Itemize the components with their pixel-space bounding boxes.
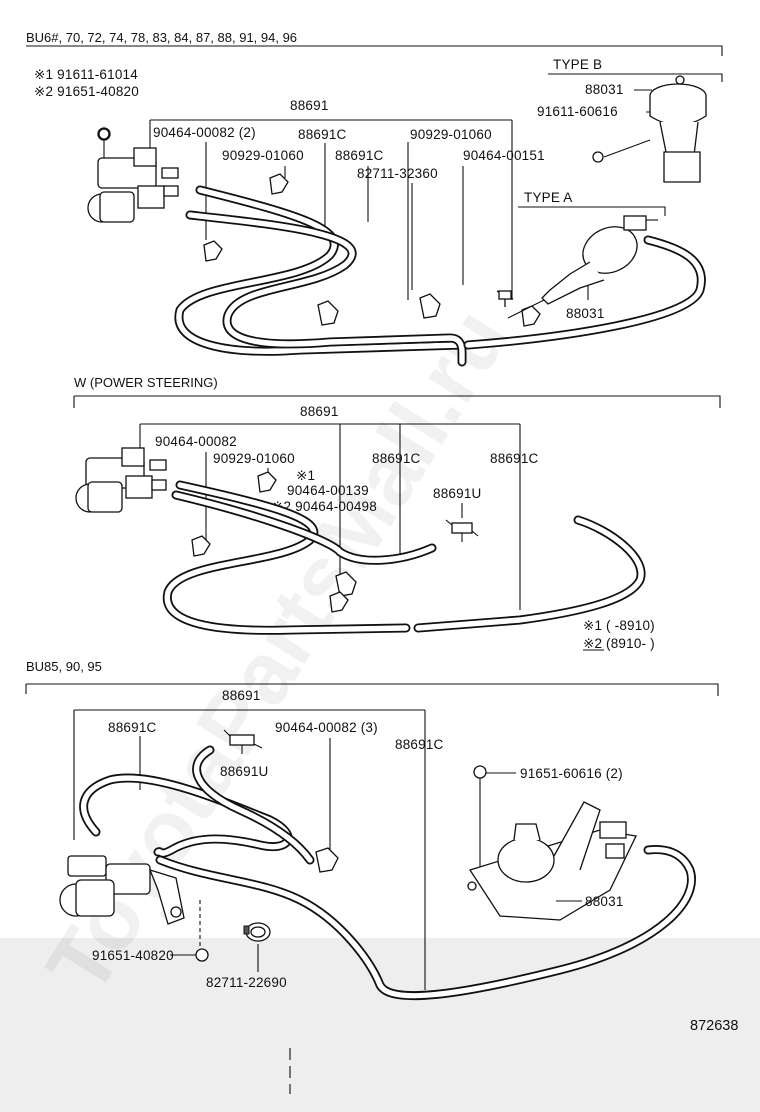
type-b-part-label: 88031 bbox=[585, 82, 624, 97]
tee-joint-icon bbox=[445, 519, 479, 542]
bolt-marker-icon bbox=[98, 128, 110, 140]
legend1-mark: ※1 bbox=[583, 618, 602, 633]
section1-hose-set-label: 88691 bbox=[290, 98, 329, 113]
vsv-valve-icon bbox=[75, 447, 167, 513]
type-a-part-label: 88031 bbox=[566, 306, 605, 321]
section1-hose-c2-label: 88691C bbox=[335, 148, 384, 163]
section1-header: BU6#, 70, 72, 74, 78, 83, 84, 87, 88, 91… bbox=[26, 30, 297, 45]
section3-hose-u-label: 88691U bbox=[220, 764, 269, 779]
section3-hoses bbox=[79, 745, 696, 1001]
type-b-bolt-label: 91611-60616 bbox=[537, 104, 618, 119]
section3-hose-c1-label: 88691C bbox=[108, 720, 157, 735]
section3-clip-a-label: 90464-00082 (3) bbox=[275, 720, 378, 735]
section1-clamp-label: 82711-32360 bbox=[357, 166, 438, 181]
section3-bracket bbox=[25, 683, 719, 696]
hose-clamp-icon bbox=[243, 922, 271, 942]
section-2: W (POWER STEERING) 88691 90464-00082 909… bbox=[73, 375, 721, 651]
figure-code: 872638 bbox=[690, 1018, 738, 1034]
type-b-group: TYPE B 88031 91611-60616 bbox=[537, 57, 723, 183]
section3-bolt-b-label: 91651-60616 (2) bbox=[520, 766, 623, 781]
tee-joint-icon bbox=[223, 729, 263, 754]
bolt-marker-icon bbox=[195, 948, 209, 962]
hose-clip-icon bbox=[191, 471, 357, 613]
tee-joint-icon bbox=[496, 290, 514, 307]
bolt-marker-icon bbox=[473, 765, 487, 779]
section2-clip-c-label: 90464-00139 bbox=[287, 483, 369, 498]
section1-clip-b-label: 90929-01060 bbox=[222, 148, 304, 163]
section1-bracket bbox=[26, 45, 723, 56]
type-a-label: TYPE A bbox=[524, 190, 572, 205]
section-3: BU85, 90, 95 88691 88691C 90464-00082 (3… bbox=[25, 659, 719, 1001]
section2-hose-c2-label: 88691C bbox=[490, 451, 539, 466]
type-b-label: TYPE B bbox=[553, 57, 602, 72]
section2-hose-set-label: 88691 bbox=[300, 404, 339, 419]
section2-clip-d-label: ※2 90464-00498 bbox=[272, 499, 377, 514]
section1-clip-d-label: 90464-00151 bbox=[463, 148, 545, 163]
section1-clip-a-label: 90464-00082 (2) bbox=[153, 125, 256, 140]
section2-bracket bbox=[73, 395, 721, 408]
bolt-marker-icon bbox=[592, 151, 604, 163]
section-1: BU6#, 70, 72, 74, 78, 83, 84, 87, 88, 91… bbox=[26, 30, 723, 367]
section1-hoses bbox=[174, 185, 706, 367]
legend1-text: ( -8910) bbox=[606, 618, 655, 633]
section1-note2: ※2 91651-40820 bbox=[34, 84, 139, 99]
section1-clip-c-label: 90929-01060 bbox=[410, 127, 492, 142]
section3-hose-set-label: 88691 bbox=[222, 688, 261, 703]
hose-clip-icon bbox=[203, 173, 541, 327]
section3-bolt-a-label: 91651-40820 bbox=[92, 948, 174, 963]
section2-hose-u-label: 88691U bbox=[433, 486, 482, 501]
section2-hoses bbox=[162, 480, 646, 635]
section3-actuator-label: 88031 bbox=[585, 894, 624, 909]
vsv-valve-icon bbox=[87, 127, 179, 223]
section1-note1: ※1 91611-61014 bbox=[34, 67, 138, 82]
bottom-band bbox=[0, 938, 760, 1112]
section2-note-mark1: ※1 bbox=[296, 468, 315, 483]
type-a-group: TYPE A 88031 bbox=[507, 190, 666, 321]
section2-hose-c1-label: 88691C bbox=[372, 451, 421, 466]
vsv-valve-icon bbox=[59, 855, 185, 925]
section1-hose-c1-label: 88691C bbox=[298, 127, 347, 142]
section3-clamp-label: 82711-22690 bbox=[206, 975, 287, 990]
vacuum-actuator-icon bbox=[649, 75, 707, 183]
legend2-text: (8910- ) bbox=[606, 636, 655, 651]
section2-header: W (POWER STEERING) bbox=[74, 375, 218, 390]
hose-clip-icon bbox=[315, 847, 339, 873]
legend2-mark: ※2 bbox=[583, 636, 602, 651]
section2-clip-b-label: 90929-01060 bbox=[213, 451, 295, 466]
vacuum-actuator-icon bbox=[467, 801, 637, 921]
section2-clip-a-label: 90464-00082 bbox=[155, 434, 237, 449]
section3-header: BU85, 90, 95 bbox=[26, 659, 102, 674]
section3-hose-c2-label: 88691C bbox=[395, 737, 444, 752]
vacuum-actuator-icon bbox=[507, 215, 658, 319]
